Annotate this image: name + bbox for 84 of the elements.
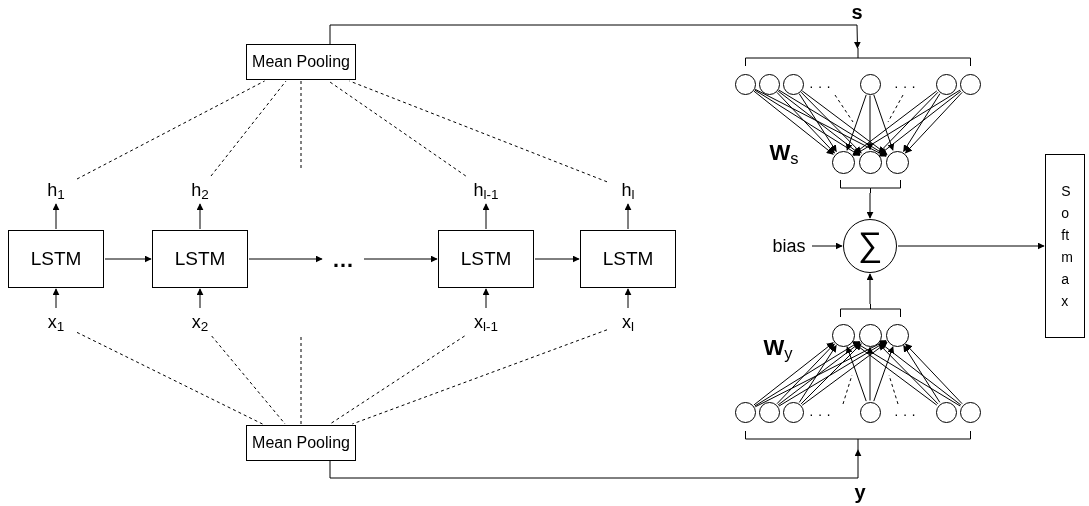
arrow bbox=[534, 255, 580, 263]
arrow bbox=[866, 95, 874, 151]
lstm-box: LSTM bbox=[580, 230, 676, 288]
arrow bbox=[754, 89, 860, 156]
arrow bbox=[845, 94, 867, 151]
variable-label: h$_{2}$ bbox=[180, 177, 220, 203]
ellipsis: · · · bbox=[894, 76, 916, 96]
dashed-line bbox=[76, 80, 266, 180]
arrow bbox=[482, 203, 490, 230]
ellipsis: … bbox=[323, 246, 363, 272]
variable-label: x$_{1}$ bbox=[36, 309, 76, 335]
arrow bbox=[52, 203, 60, 230]
ellipsis: · · · bbox=[894, 404, 916, 424]
curly-brace bbox=[745, 431, 971, 450]
arrow bbox=[52, 288, 60, 309]
arrow bbox=[778, 89, 887, 156]
arrow bbox=[866, 346, 874, 401]
arrow bbox=[482, 288, 490, 309]
arrow bbox=[903, 93, 941, 152]
arrow bbox=[853, 89, 961, 156]
arrow bbox=[905, 343, 963, 405]
curly-brace bbox=[744, 48, 971, 66]
variable-label: h$_{l-1}$ bbox=[464, 177, 508, 203]
arrow bbox=[624, 203, 632, 230]
arrow bbox=[104, 255, 152, 263]
weight-label: W$_{s}$ bbox=[769, 138, 799, 169]
variable-label: h$_{1}$ bbox=[36, 177, 76, 203]
arrow bbox=[811, 242, 843, 250]
variable-label: bias bbox=[767, 233, 811, 259]
arrow bbox=[866, 192, 874, 219]
pooling-box: Mean Pooling bbox=[246, 44, 356, 80]
sum-node: ∑ bbox=[843, 219, 897, 273]
arrow bbox=[624, 288, 632, 309]
arrow bbox=[852, 90, 938, 155]
curly-brace bbox=[839, 180, 901, 193]
ellipsis: · · · bbox=[809, 76, 831, 96]
dashed-line bbox=[300, 335, 302, 425]
arrow bbox=[878, 343, 939, 405]
dashed-line bbox=[211, 335, 286, 425]
ellipsis: · · · bbox=[809, 404, 831, 424]
arrow bbox=[879, 342, 962, 406]
dashed-line bbox=[328, 80, 467, 177]
pooling-box: Mean Pooling bbox=[246, 425, 356, 461]
arrow bbox=[754, 88, 887, 157]
arrow bbox=[897, 242, 1045, 250]
variable-label: x$_{l}$ bbox=[608, 309, 648, 335]
arrow bbox=[248, 255, 323, 263]
arrow bbox=[873, 346, 895, 402]
vector-label: s bbox=[851, 0, 863, 25]
lstm-box: LSTM bbox=[152, 230, 248, 288]
variable-label: h$_{l}$ bbox=[608, 177, 648, 203]
dashed-line bbox=[329, 335, 466, 425]
arrow bbox=[196, 288, 204, 309]
arrow bbox=[798, 93, 837, 153]
arrow bbox=[329, 24, 861, 49]
dashed-line bbox=[76, 331, 263, 425]
arrow bbox=[800, 91, 862, 154]
lstm-box: LSTM bbox=[8, 230, 104, 288]
arrow bbox=[196, 203, 204, 230]
arrow bbox=[905, 91, 963, 154]
lstm-box: LSTM bbox=[438, 230, 534, 288]
weight-label: W$_{y}$ bbox=[763, 333, 793, 364]
dashed-line bbox=[349, 80, 608, 183]
arrow bbox=[873, 94, 895, 151]
arrow bbox=[879, 90, 962, 155]
arrow bbox=[866, 273, 874, 305]
variable-label: x$_{l-1}$ bbox=[464, 309, 508, 335]
arrow bbox=[845, 346, 867, 402]
arrow bbox=[329, 449, 862, 479]
curly-brace bbox=[839, 304, 901, 317]
arrow bbox=[778, 340, 887, 407]
arrow bbox=[363, 255, 438, 263]
arrow bbox=[754, 340, 887, 408]
dashed-line bbox=[351, 329, 608, 425]
arrow bbox=[853, 341, 961, 407]
arrow bbox=[878, 91, 939, 154]
softmax-box: Softmax bbox=[1045, 154, 1085, 338]
arrow bbox=[776, 91, 835, 154]
dashed-line bbox=[300, 80, 302, 169]
arrow bbox=[754, 341, 860, 407]
vector-label: y bbox=[854, 480, 866, 505]
dashed-line bbox=[210, 80, 287, 177]
arrow bbox=[852, 342, 938, 406]
variable-label: x$_{2}$ bbox=[180, 309, 220, 335]
